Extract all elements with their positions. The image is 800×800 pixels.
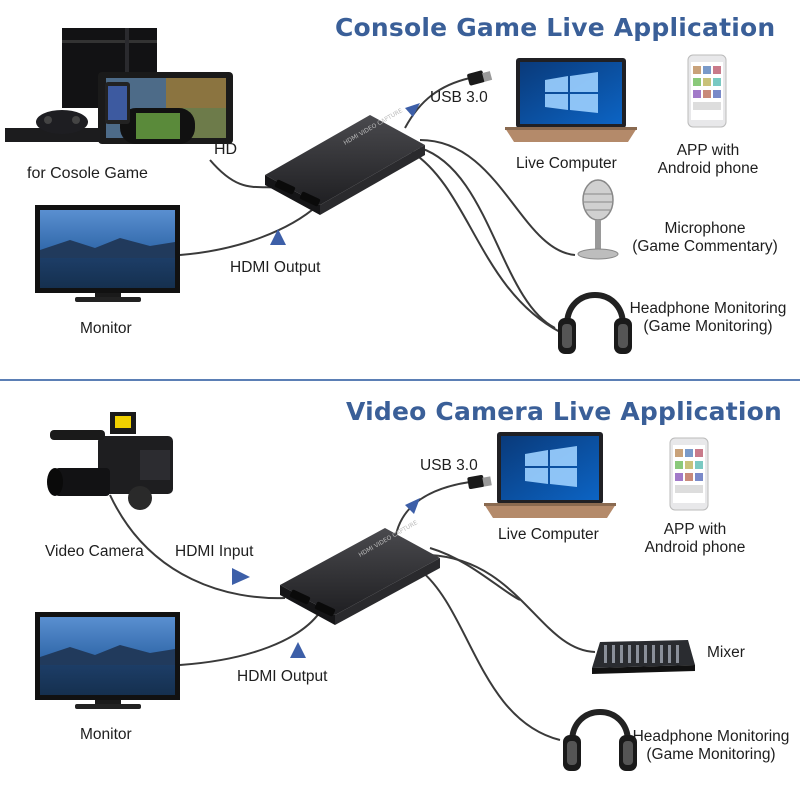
capture-card-icon-bottom: HDMI VIDEO CAPTURE: [280, 519, 440, 625]
label-headphone-bottom-line2: (Game Monitoring): [646, 746, 776, 763]
label-headphone: Headphone Monitoring (Game Monitoring): [618, 300, 798, 336]
label-console: for Cosole Game: [27, 165, 148, 182]
cable-extra-bottom: [429, 547, 521, 601]
mixer-icon: [592, 640, 695, 674]
cable-usb-bottom: [394, 481, 471, 541]
label-hdmi-output-bottom: HDMI Output: [237, 668, 328, 685]
label-app: APP with Android phone: [648, 142, 768, 178]
label-mic-line2: (Game Commentary): [632, 238, 778, 255]
label-app-bottom-line1: APP with: [663, 521, 727, 538]
usb-plug-icon-bottom: [467, 475, 492, 489]
label-headphone-bottom: Headphone Monitoring (Game Monitoring): [622, 728, 800, 764]
label-live-computer-bottom: Live Computer: [498, 526, 599, 543]
label-hdmi-output: HDMI Output: [230, 259, 321, 276]
arrow-usb-top: [405, 103, 420, 117]
label-monitor-bottom: Monitor: [80, 726, 132, 743]
cable-headphone: [419, 147, 556, 329]
cable-usb: [404, 77, 471, 129]
bottom-section-title: Video Camera Live Application: [346, 397, 783, 426]
label-video-camera: Video Camera: [45, 543, 144, 560]
monitor-icon: [35, 205, 180, 302]
cable-camera-hdmi: [109, 494, 286, 600]
arrow-usb-bottom: [405, 498, 420, 514]
laptop-icon-bottom: [484, 432, 616, 518]
cable-mixer: [429, 554, 596, 653]
label-mic-line1: Microphone: [664, 220, 746, 237]
label-app-bottom: APP with Android phone: [635, 521, 755, 557]
label-live-computer: Live Computer: [516, 155, 617, 172]
label-app-line2: Android phone: [657, 160, 759, 177]
label-usb-bottom: USB 3.0: [420, 457, 478, 474]
label-usb: USB 3.0: [430, 89, 488, 106]
laptop-icon: [505, 58, 637, 142]
phone-icon-bottom: [669, 437, 709, 511]
arrows: [232, 103, 420, 658]
usb-plug-icon: [467, 70, 493, 86]
cable-headphone-2: [411, 151, 561, 333]
arrow-hdmi-in: [232, 568, 250, 585]
label-microphone: Microphone (Game Commentary): [620, 220, 790, 256]
capture-card-icon: HDMI VIDEO CAPTURE: [265, 107, 425, 215]
game-console-icon: [5, 28, 233, 144]
monitor-icon-bottom: [35, 612, 180, 709]
label-mixer: Mixer: [707, 644, 745, 661]
label-app-line1: APP with: [676, 142, 740, 159]
label-hdmi-input: HDMI Input: [175, 543, 254, 560]
headphone-icon: [558, 292, 632, 354]
cable-monitor-hdmi-bottom: [179, 611, 321, 666]
cable-monitor-hdmi: [179, 204, 319, 256]
phone-icon: [687, 54, 727, 128]
headphone-icon-bottom: [563, 709, 637, 771]
arrow-hdmi-out-bottom: [290, 642, 306, 658]
label-hd: HD: [214, 141, 238, 158]
label-headphone-bottom-line1: Headphone Monitoring: [632, 728, 790, 745]
arrow-hdmi-out-top: [270, 229, 286, 245]
microphone-icon: [577, 179, 619, 260]
label-headphone-line2: (Game Monitoring): [643, 318, 773, 335]
label-monitor: Monitor: [80, 320, 132, 337]
label-app-bottom-line2: Android phone: [644, 539, 746, 556]
cable-headphone-bottom: [419, 569, 561, 741]
video-camera-icon: [47, 412, 173, 510]
label-headphone-line1: Headphone Monitoring: [629, 300, 787, 317]
bottom-cables: [109, 481, 596, 741]
top-section-title: Console Game Live Application: [335, 13, 776, 42]
cable-mic: [419, 139, 576, 256]
top-cables: [179, 77, 576, 333]
